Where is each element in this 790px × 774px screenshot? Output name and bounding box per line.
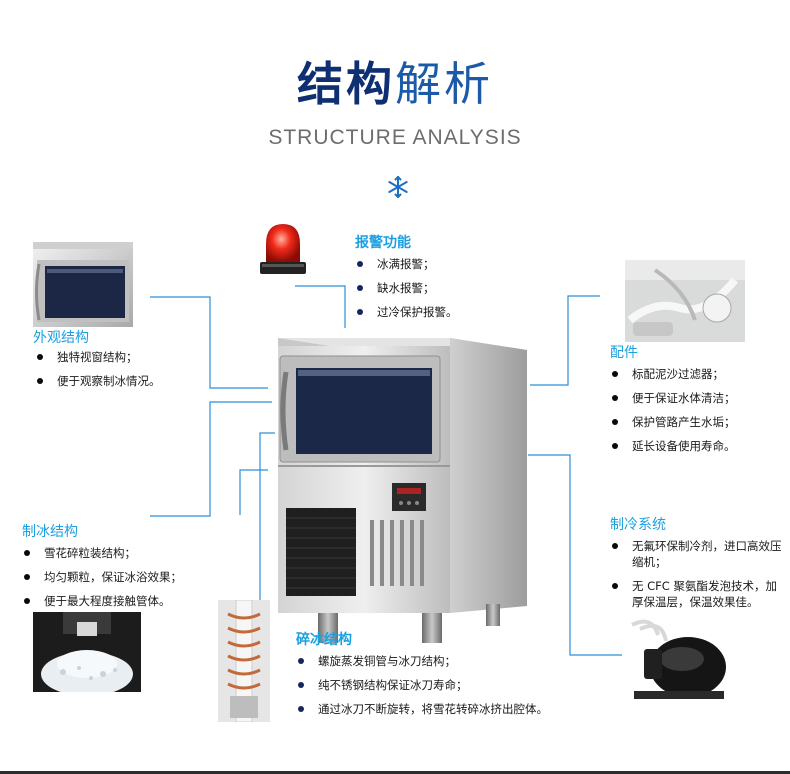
window-closeup-image <box>33 242 133 327</box>
alarm-list: 冰满报警； 缺水报警； 过冷保护报警。 <box>355 256 555 328</box>
list-item: 雪花碎粒装结构； <box>22 545 237 561</box>
crushing-section-title: 碎冰结构 <box>296 632 352 648</box>
list-item: 螺旋蒸发铜管与冰刀结构； <box>296 653 596 669</box>
alarm-section-title: 报警功能 <box>355 235 411 251</box>
list-item: 缺水报警； <box>355 280 555 296</box>
auger-image <box>218 600 270 722</box>
list-item: 便于保证水体清洁； <box>610 390 780 406</box>
list-item: 独特视窗结构； <box>35 349 245 365</box>
title-bold: 结构 <box>297 57 395 111</box>
refrigeration-section-title: 制冷系统 <box>610 517 666 533</box>
list-item: 过冷保护报警。 <box>355 304 555 320</box>
list-item: 无 CFC 聚氨酯发泡技术，加厚保温层，保温效果佳。 <box>610 578 782 610</box>
list-item: 标配泥沙过滤器； <box>610 366 780 382</box>
alarm-light-icon <box>260 224 306 274</box>
appearance-list: 独特视窗结构； 便于观察制冰情况。 <box>35 349 245 397</box>
title-light: 解析 <box>395 57 493 111</box>
list-item: 延长设备使用寿命。 <box>610 438 780 454</box>
ice-machine-image <box>278 338 527 643</box>
page-subtitle: STRUCTURE ANALYSIS <box>268 126 522 149</box>
list-item: 便于最大程度接触管体。 <box>22 593 237 609</box>
list-item: 通过冰刀不断旋转，将雪花转碎冰挤出腔体。 <box>296 701 596 717</box>
snowflake-icon <box>388 176 408 198</box>
list-item: 均匀颗粒，保证冰浴效果； <box>22 569 237 585</box>
crushed-ice-image <box>33 612 141 692</box>
list-item: 保护管路产生水垢； <box>610 414 780 430</box>
bottom-divider <box>0 771 790 774</box>
refrigeration-list: 无氟环保制冷剂，进口高效压缩机； 无 CFC 聚氨酯发泡技术，加厚保温层，保温效… <box>610 538 782 618</box>
list-item: 无氟环保制冷剂，进口高效压缩机； <box>610 538 782 570</box>
crushing-list: 螺旋蒸发铜管与冰刀结构； 纯不锈钢结构保证冰刀寿命； 通过冰刀不断旋转，将雪花转… <box>296 653 596 725</box>
list-item: 便于观察制冰情况。 <box>35 373 245 389</box>
list-item: 纯不锈钢结构保证冰刀寿命； <box>296 677 596 693</box>
list-item: 冰满报警； <box>355 256 555 272</box>
accessories-section-title: 配件 <box>610 345 638 361</box>
ice-making-section-title: 制冰结构 <box>22 524 78 540</box>
appearance-section-title: 外观结构 <box>33 330 89 346</box>
compressor-image <box>622 615 732 705</box>
filter-image <box>625 260 745 342</box>
ice-making-list: 雪花碎粒装结构； 均匀颗粒，保证冰浴效果； 便于最大程度接触管体。 <box>22 545 237 617</box>
accessories-list: 标配泥沙过滤器； 便于保证水体清洁； 保护管路产生水垢； 延长设备使用寿命。 <box>610 366 780 462</box>
page-title: 结构解析 <box>0 48 790 114</box>
